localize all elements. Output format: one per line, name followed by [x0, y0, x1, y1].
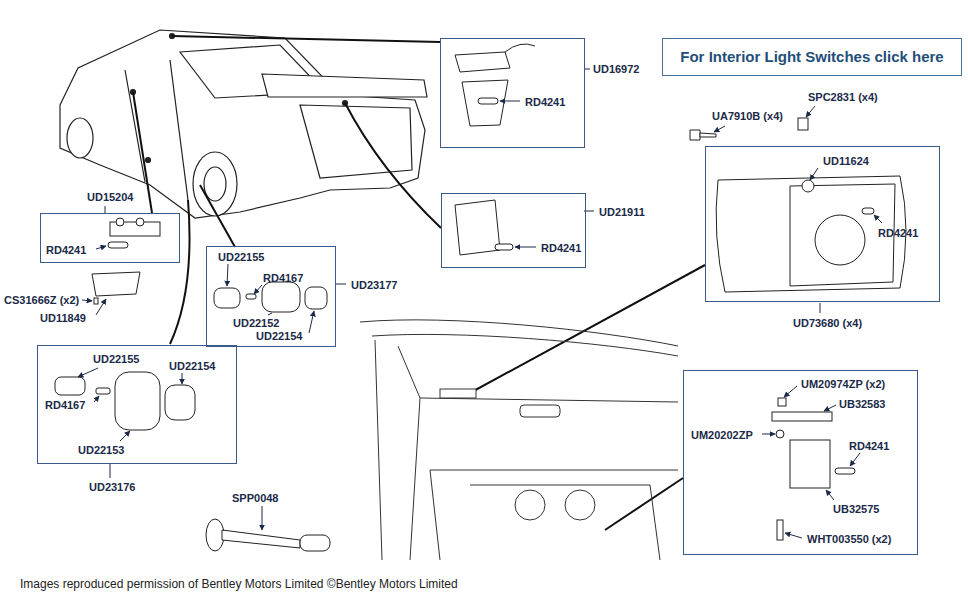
part-number: RD4241 [849, 440, 889, 453]
part-number: UB32583 [839, 398, 885, 411]
part-number: RD4241 [525, 96, 565, 109]
interior-drawing [360, 320, 678, 560]
callout-arrows [78, 69, 882, 538]
part-number: UM20202ZP [691, 429, 753, 442]
part-number: UD16972 [593, 63, 639, 76]
car-drawing [60, 30, 427, 218]
part-number: RD4241 [46, 244, 86, 257]
part-number: UD73680 (x4) [793, 317, 862, 330]
caption: Images reproduced permission of Bentley … [20, 577, 458, 592]
part-number: UD22152 [233, 317, 279, 330]
part-number: CS31666Z (x2) [4, 294, 79, 307]
part-number: RD4241 [878, 227, 918, 240]
part-number: WHT003550 (x2) [807, 533, 891, 546]
part-number: UD11849 [40, 312, 86, 325]
part-number: RD4167 [45, 399, 85, 412]
part-group-box: UD16972RD4241 [440, 38, 585, 148]
part-group-box: UD22155UD22154RD4167UD22153UD23176 [37, 345, 237, 464]
part-number: UA7910B (x4) [712, 110, 783, 123]
part-group-box: UD15204RD4241 [40, 213, 180, 263]
part-number: UD22155 [218, 251, 264, 264]
part-group-box: UD21911RD4241 [441, 193, 586, 268]
part-number: SPP0048 [232, 492, 278, 505]
part-number: UD22155 [93, 353, 139, 366]
part-drawings [55, 44, 906, 551]
part-number: UD11624 [823, 155, 869, 168]
part-number: UB32575 [833, 503, 879, 516]
part-number: UD22154 [169, 360, 215, 373]
part-number: UD23176 [89, 481, 135, 494]
part-group-box: UD23177UD22155RD4167UD22152UD22154 [206, 246, 336, 347]
part-group-box: UM20974ZP (x2) UB32583UM20202ZP RD4241UB32… [683, 370, 918, 555]
part-number: UD22154 [256, 330, 302, 343]
part-number: RD4167 [263, 272, 303, 285]
leader-lines [133, 36, 705, 530]
part-number: UD21911 [599, 206, 645, 219]
link-text: For Interior Light Switches click here [680, 48, 943, 66]
part-number: UD23177 [351, 279, 397, 292]
part-group-box: UD11624RD4241UD73680 (x4) [705, 146, 940, 302]
part-number: SPC2831 (x4) [808, 91, 878, 104]
link-box: For Interior Light Switches click here [662, 38, 962, 76]
part-number: UM20974ZP (x2) [801, 378, 885, 391]
part-number: RD4241 [541, 242, 581, 255]
part-number: UD15204 [87, 191, 133, 204]
part-number: UD22153 [78, 444, 124, 457]
